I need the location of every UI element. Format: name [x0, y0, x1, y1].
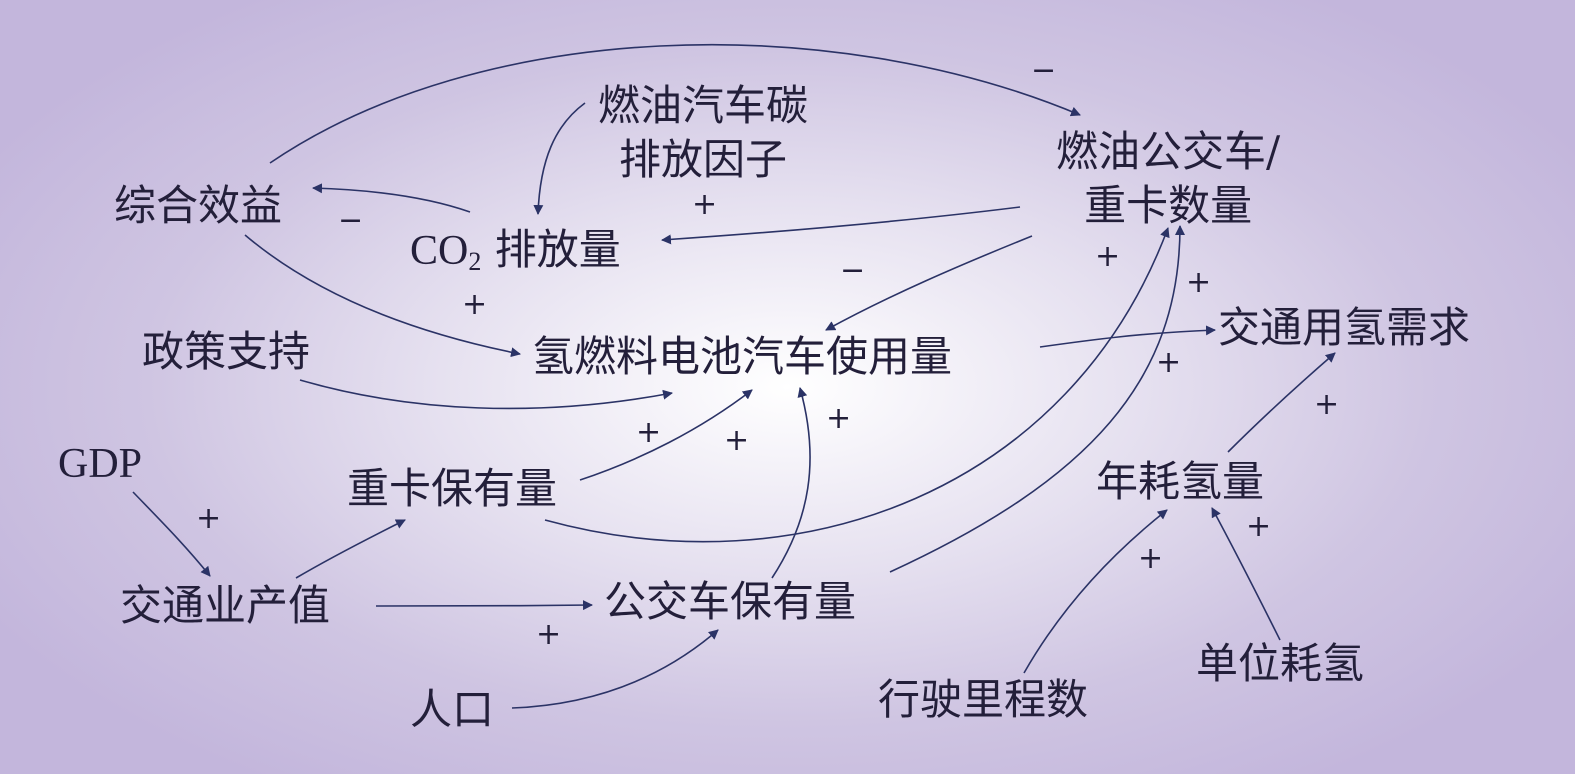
node-population: 人口 [410, 685, 495, 734]
link-policy-to-fcv [299, 379, 673, 410]
link-truck-to-fuel-count [544, 227, 1170, 543]
link-truck-to-fcv [579, 389, 753, 481]
link-bus-to-fuel-count [889, 225, 1185, 573]
node-fuel-car-carbon-factor: 燃油汽车碳 排放因子 [598, 82, 808, 184]
polarity-mileage-to-annual: + [1138, 541, 1164, 576]
node-fuel-bus-truck-count-line1: 燃油公交车/ [1056, 127, 1281, 176]
node-gdp: GDP [58, 441, 143, 487]
co2-suffix: 排放量 [481, 225, 621, 274]
link-gdp-to-output [132, 491, 211, 577]
co2-subscript: 2 [468, 247, 482, 276]
node-co2-emission: CO2 排放量 [410, 226, 621, 286]
polarity-truck-to-fuel-count: + [1095, 239, 1121, 274]
node-annual-hydrogen-use: 年耗氢量 [1096, 457, 1265, 506]
co2-prefix: CO [410, 228, 469, 274]
node-fuel-car-carbon-factor-line2: 排放因子 [619, 135, 788, 184]
polarity-bus-to-fcv: + [826, 401, 852, 436]
link-population-to-bus [511, 629, 719, 709]
link-unit-to-annual [1211, 507, 1281, 641]
node-fuel-bus-truck-count-line2: 重卡数量 [1084, 181, 1253, 230]
node-fuel-car-carbon-factor-line1: 燃油汽车碳 [598, 81, 809, 130]
node-fcv-usage: 氢燃料电池汽车使用量 [532, 332, 953, 381]
node-truck-stock: 重卡保有量 [347, 464, 558, 513]
node-fuel-bus-truck-count: 燃油公交车/ 重卡数量 [1056, 128, 1280, 230]
link-co2-to-benefit [312, 183, 471, 213]
polarity-gdp-to-output: + [196, 501, 222, 536]
polarity-policy-to-fcv: + [636, 415, 662, 450]
node-policy-support: 政策支持 [142, 327, 311, 376]
node-combined-benefit: 综合效益 [114, 181, 283, 230]
polarity-annual-to-demand: + [1314, 387, 1340, 422]
node-mileage: 行驶里程数 [878, 675, 1089, 724]
polarity-fuel-count-to-fcv: − [840, 253, 866, 288]
node-bus-stock: 公交车保有量 [604, 577, 857, 626]
link-fcv-to-demand [1039, 325, 1216, 348]
polarity-truck-to-fcv: + [724, 423, 750, 458]
polarity-unit-to-annual: + [1246, 509, 1272, 544]
polarity-bus-to-fuel-count: + [1186, 265, 1212, 300]
polarity-co2-to-benefit: − [338, 203, 364, 238]
node-unit-hydrogen-use: 单位耗氢 [1196, 639, 1365, 688]
link-annual-to-demand [1227, 352, 1336, 453]
node-transport-output: 交通业产值 [120, 581, 331, 630]
link-output-to-truck [295, 519, 406, 579]
link-fuel-count-to-fcv [825, 235, 1033, 331]
link-benefit-to-fuel-count [269, 43, 1081, 164]
link-mileage-to-annual [1023, 509, 1168, 674]
polarity-benefit-to-fcv: + [462, 287, 488, 322]
polarity-benefit-to-fuel-count: − [1031, 53, 1057, 88]
link-output-to-bus [375, 600, 593, 611]
link-benefit-to-fcv [244, 234, 521, 358]
node-transport-hydrogen-demand: 交通用氢需求 [1218, 303, 1471, 352]
link-fuel-count-to-co2 [661, 206, 1021, 245]
link-bus-to-fcv [771, 387, 811, 579]
polarity-fcv-to-demand: + [1156, 345, 1182, 380]
link-factor-to-co2 [533, 102, 586, 215]
polarity-output-to-bus: + [536, 617, 562, 652]
polarity-factor-to-co2: + [692, 187, 718, 222]
